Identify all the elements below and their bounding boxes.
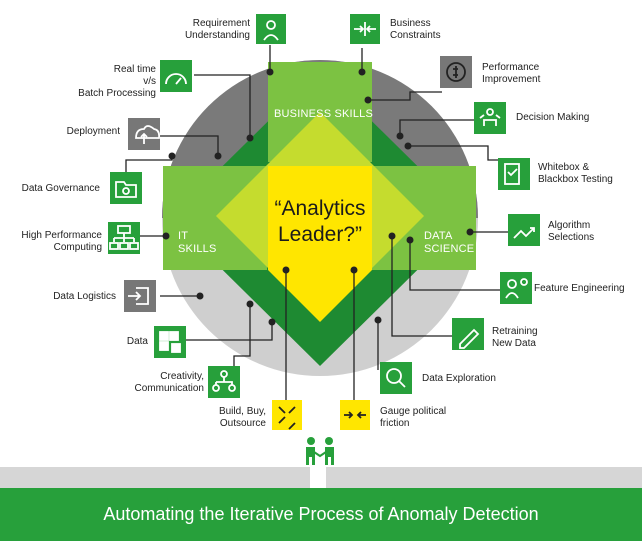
speedometer-icon [160,60,192,92]
center-question: “Analytics Leader?” [250,196,390,248]
label-data: Data [126,336,148,347]
label-governance: Data Governance [21,183,100,194]
label-whitebox: Whitebox &Blackbox Testing [538,162,613,185]
label-creativity: Creativity,Communication [134,371,204,394]
yellow-center [268,166,372,322]
label-logistics: Data Logistics [53,291,116,302]
connector-lines [125,45,508,400]
connector-dots [162,68,474,326]
blocks-icon [154,326,186,358]
decision-person-icon [474,102,506,134]
handshake-people-icon [306,437,334,465]
label-feature: Feature Engineering [534,283,625,294]
data-science-line1: DATA [424,230,453,242]
label-exploration: Data Exploration [422,373,496,384]
footer-band [0,488,642,541]
ground-notch [310,467,326,488]
it-skills-line2: SKILLS [178,243,217,255]
label-build: Build, Buy,Outsource [218,406,266,429]
label-deployment: Deployment [66,126,120,137]
person-gears-icon [500,272,532,304]
yellow-icon-glyphs [278,406,366,430]
icon-glyphs [109,20,535,392]
magnifier-icon [380,362,412,394]
it-skills-line1: IT [178,230,189,242]
checklist-icon [498,158,530,190]
center-line2: Leader?” [277,223,363,246]
data-science-line2: SCIENCE [424,243,475,255]
trend-line-icon [508,214,540,246]
data-science-label: DATA SCIENCE [424,230,474,256]
center-line1: “Analytics [274,197,366,220]
footer-title: Automating the Iterative Process of Anom… [103,504,539,524]
it-skills-label: IT SKILLS [178,230,217,256]
label-decision: Decision Making [516,112,590,123]
arrows-corners-icon [272,400,302,430]
business-skills-label: BUSINESS SKILLS [274,108,373,120]
